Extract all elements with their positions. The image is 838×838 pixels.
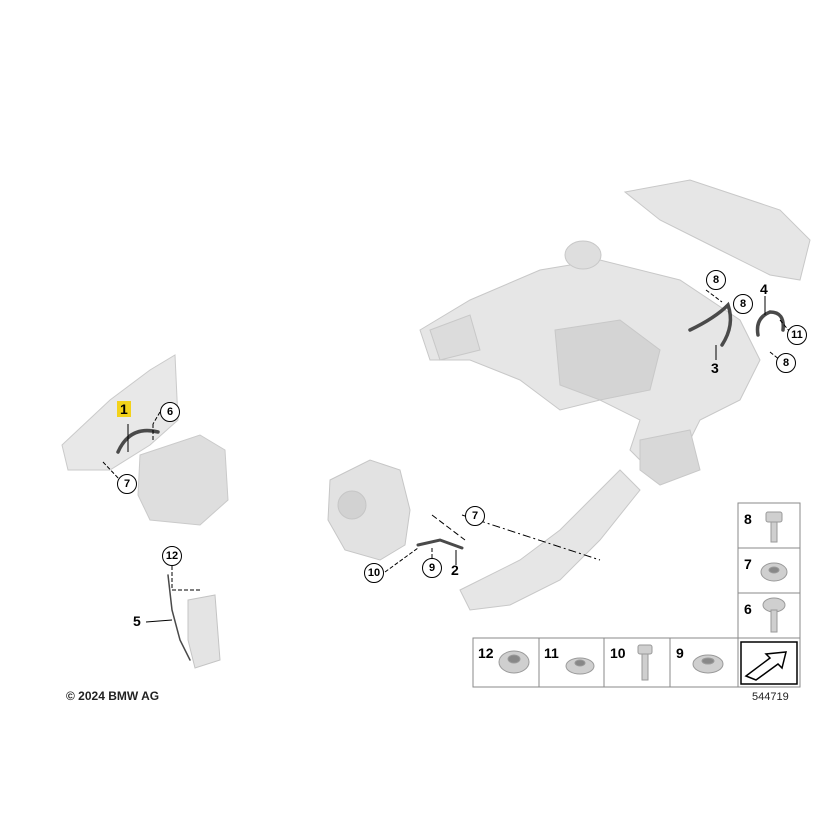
circle-callout-8[interactable]: 8	[706, 270, 726, 290]
bolt-10-icon	[637, 644, 653, 681]
cable-part-3	[688, 301, 733, 347]
callout-part-2[interactable]: 2	[451, 562, 459, 578]
nut-12-icon	[498, 650, 530, 674]
circle-callout-8[interactable]: 8	[733, 294, 753, 314]
bolt-6-icon	[762, 597, 786, 633]
nut-7-icon	[760, 562, 788, 582]
legend-item-11[interactable]: 11	[544, 645, 559, 661]
callout-part-5[interactable]: 5	[133, 613, 141, 629]
rear-subframe-illustration	[419, 179, 811, 611]
arrow-symbol-icon	[740, 641, 798, 685]
cable-part-5	[167, 574, 191, 661]
callout-part-4[interactable]: 4	[760, 281, 768, 297]
callout-part-3[interactable]: 3	[711, 360, 719, 376]
cable-part-2	[416, 538, 464, 550]
bolt-8-icon	[765, 511, 783, 543]
circle-callout-11[interactable]: 11	[787, 325, 807, 345]
legend-item-6[interactable]: 6	[744, 601, 752, 617]
drive-unit-illustration	[327, 459, 411, 561]
legend-item-9[interactable]: 9	[676, 645, 684, 661]
circle-callout-7[interactable]: 7	[117, 474, 137, 494]
left-body-illustration	[61, 354, 229, 526]
legend-item-7[interactable]: 7	[744, 556, 752, 572]
cable-part-4	[755, 310, 785, 337]
circle-callout-7[interactable]: 7	[465, 506, 485, 526]
legend-table-frame	[472, 502, 801, 688]
circle-callout-8[interactable]: 8	[776, 353, 796, 373]
copyright-text: © 2024 BMW AG	[66, 689, 160, 703]
callout-part-1[interactable]: 1	[117, 401, 131, 417]
nut-11-icon	[565, 657, 595, 675]
circle-callout-6[interactable]: 6	[160, 402, 180, 422]
circle-callout-10[interactable]: 10	[364, 563, 384, 583]
circle-callout-9[interactable]: 9	[422, 558, 442, 578]
legend-item-12[interactable]: 12	[478, 645, 494, 661]
nut-9-icon	[692, 654, 724, 674]
legend-item-10[interactable]: 10	[610, 645, 626, 661]
diagram-id: 544719	[752, 691, 789, 703]
lower-left-bracket-illustration	[187, 594, 221, 669]
fastener-icons	[498, 511, 788, 681]
legend-item-8[interactable]: 8	[744, 511, 752, 527]
circle-callout-12[interactable]: 12	[162, 546, 182, 566]
